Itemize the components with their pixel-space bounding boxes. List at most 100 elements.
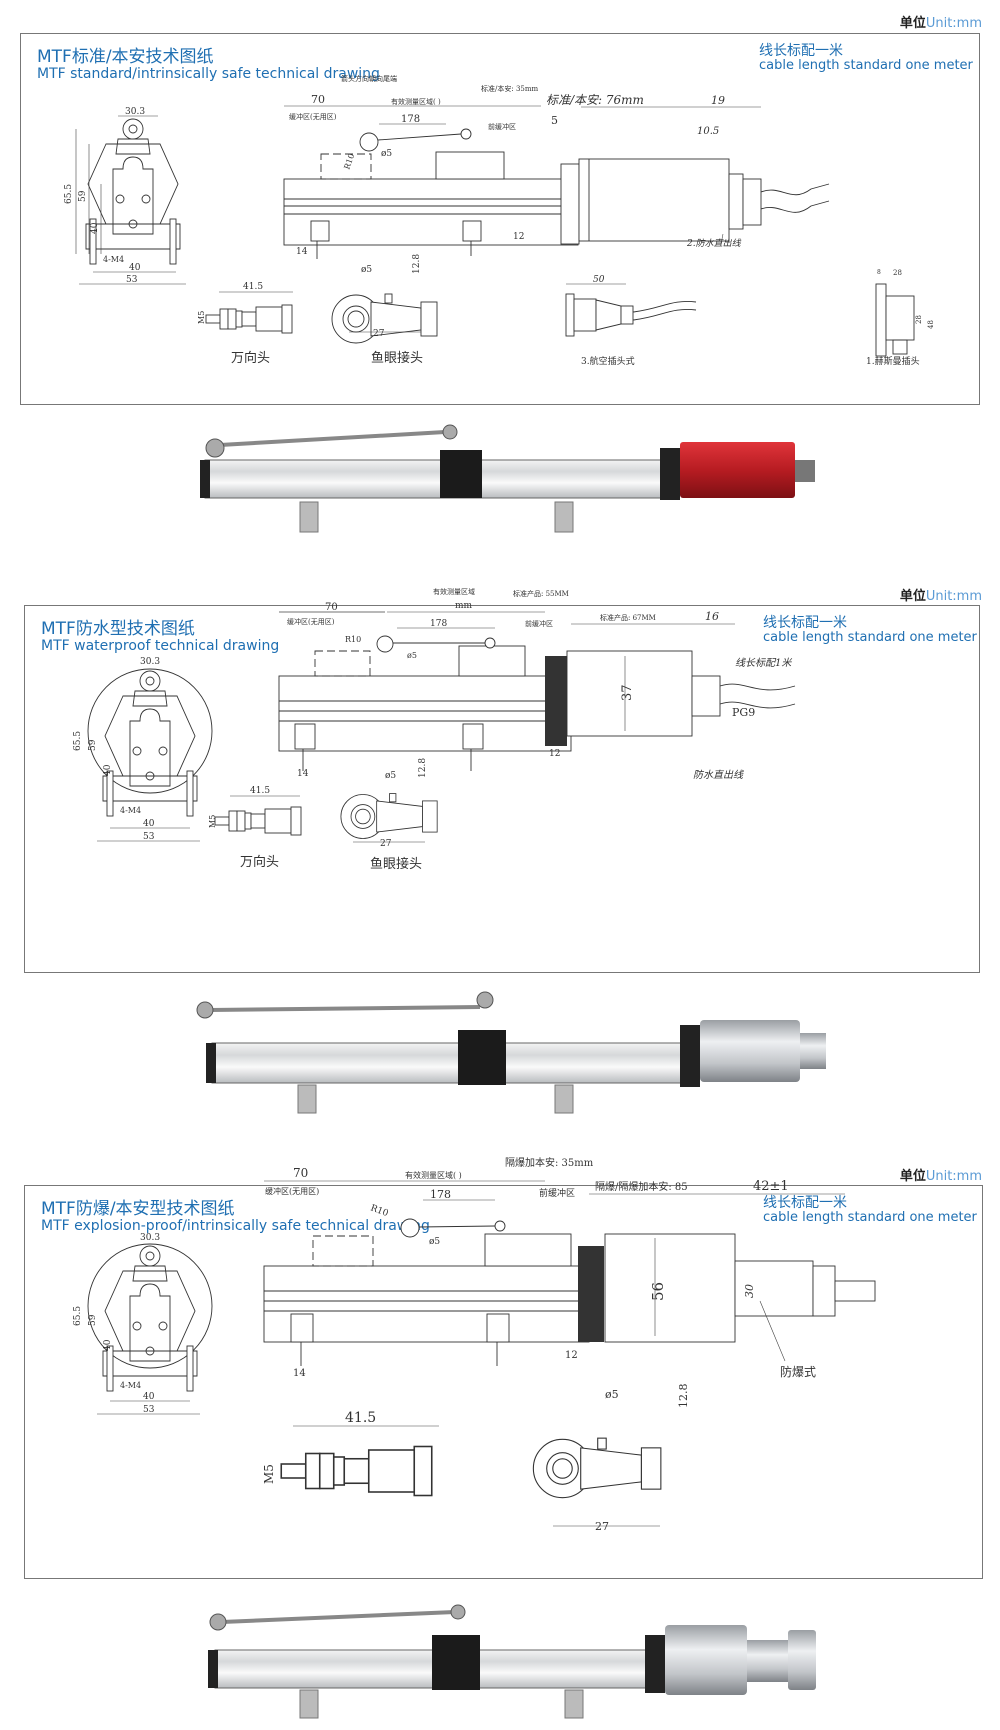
drawing-panel-waterproof: MTF防水型技术图纸 MTF waterproof technical draw…: [24, 587, 980, 973]
svg-text:标准产品: 55MM: 标准产品: 55MM: [513, 589, 569, 598]
svg-text:ø5: ø5: [385, 771, 396, 781]
svg-text:12: 12: [565, 1350, 578, 1361]
aviation-plug-detail: 50 3.航空插头式: [565, 275, 697, 367]
svg-text:mm: mm: [455, 601, 473, 611]
svg-text:12.8: 12.8: [418, 758, 428, 778]
svg-text:70: 70: [293, 1166, 308, 1180]
svg-text:41.5: 41.5: [243, 282, 263, 292]
panel-title-en: MTF waterproof technical drawing: [41, 638, 280, 654]
svg-text:53: 53: [143, 832, 155, 842]
svg-text:30.3: 30.3: [140, 1233, 160, 1243]
unit-label: 单位Unit:mm: [899, 16, 982, 31]
svg-text:59: 59: [88, 1314, 98, 1326]
svg-text:缓冲区(无用区): 缓冲区(无用区): [289, 112, 337, 121]
bracket-front-view: 30.3 65.5 59 40 4-M4 40 53: [73, 657, 213, 842]
svg-text:鱼眼接头: 鱼眼接头: [370, 856, 422, 872]
bracket-front-view: 30.3 65.5 59 40 4-M4 40 53: [73, 1233, 213, 1415]
drawing-panel-explosion-proof: MTF防爆/本安型技术图纸 MTF explosion-proof/intrin…: [24, 1156, 983, 1579]
svg-text:40: 40: [129, 263, 141, 273]
rod-end-detail: ø5 12.8 27: [532, 1384, 690, 1533]
svg-text:12.8: 12.8: [412, 254, 422, 274]
svg-text:标准/本安: 35mm: 标准/本安: 35mm: [481, 84, 538, 93]
svg-text:R10: R10: [342, 152, 356, 170]
svg-text:70: 70: [325, 602, 338, 613]
svg-text:4-M4: 4-M4: [120, 806, 141, 815]
svg-text:5: 5: [551, 114, 558, 127]
cable-note-cn: 线长标配一米: [763, 1195, 847, 1211]
svg-text:鱼眼接头: 鱼眼接头: [371, 350, 423, 366]
svg-text:缓冲区(无用区): 缓冲区(无用区): [265, 1186, 319, 1196]
svg-text:41.5: 41.5: [250, 786, 270, 796]
svg-text:42±1: 42±1: [753, 1179, 789, 1194]
svg-text:万向头: 万向头: [231, 350, 270, 366]
svg-text:53: 53: [126, 275, 138, 285]
svg-text:M5: M5: [208, 815, 217, 828]
technical-drawing: 30.3 65.5 59 40 4-M4 40 53 70 缓冲区(无用区) 有…: [73, 587, 796, 872]
svg-text:27: 27: [373, 329, 385, 339]
svg-text:M5: M5: [262, 1464, 276, 1484]
svg-text:12: 12: [549, 749, 560, 759]
product-photo-explosion-proof: [208, 1604, 816, 1719]
svg-text:65.5: 65.5: [73, 731, 83, 751]
svg-text:前缓冲区: 前缓冲区: [488, 122, 516, 131]
svg-text:65.5: 65.5: [73, 1306, 83, 1326]
svg-text:ø5: ø5: [407, 651, 417, 660]
svg-text:4-M4: 4-M4: [103, 255, 124, 264]
svg-text:40: 40: [143, 819, 155, 829]
svg-text:40: 40: [103, 1339, 113, 1351]
svg-text:40: 40: [90, 222, 100, 234]
svg-text:ø5: ø5: [605, 1388, 619, 1401]
svg-text:2.防水直出线: 2.防水直出线: [686, 238, 742, 249]
svg-text:标准产品: 67MM: 标准产品: 67MM: [600, 613, 656, 622]
panel-title-cn: MTF标准/本安技术图纸: [37, 47, 214, 67]
svg-text:16: 16: [705, 610, 719, 623]
panel-title-cn: MTF防水型技术图纸: [41, 619, 195, 639]
svg-text:线长标配1米: 线长标配1米: [735, 657, 792, 669]
rod-end-detail: ø5 12.8 27 鱼眼接头: [331, 254, 438, 366]
svg-text:12.8: 12.8: [677, 1384, 690, 1409]
svg-text:27: 27: [380, 839, 392, 849]
technical-drawing: 30.3 65.5 59 40 4-M4 40 53 70 缓冲区(无用区) 箭…: [64, 74, 935, 367]
svg-text:50: 50: [593, 275, 605, 285]
technical-drawing: 30.3 65.5 59 40 4-M4 40 53 70 缓冲区(无用区) 有…: [73, 1156, 876, 1533]
svg-text:隔爆加本安: 35mm: 隔爆加本安: 35mm: [505, 1156, 594, 1169]
product-photo-standard: [200, 424, 815, 533]
svg-text:65.5: 65.5: [64, 184, 74, 204]
svg-text:30: 30: [743, 1284, 756, 1298]
bracket-front-view: 30.3 65.5 59 40 4-M4 40 53: [64, 107, 186, 285]
cable-note-en: cable length standard one meter: [763, 630, 977, 645]
svg-text:30.3: 30.3: [125, 107, 145, 117]
unit-label: 单位Unit:mm: [899, 589, 982, 604]
svg-text:R10: R10: [369, 1203, 390, 1219]
sensor-side-view: 70 缓冲区(无用区) 有效测量区域 mm 标准产品: 55MM 前缓冲区 标准…: [278, 587, 796, 781]
svg-text:40: 40: [143, 1392, 155, 1402]
svg-text:ø5: ø5: [361, 265, 372, 275]
svg-text:有效测量区域( ): 有效测量区域( ): [405, 1170, 462, 1180]
sensor-side-view: 70 缓冲区(无用区) 有效测量区域( ) 隔爆加本安: 35mm 前缓冲区 隔…: [263, 1156, 876, 1379]
sensor-side-view: 70 缓冲区(无用区) 箭头方向朝向尾端 有效测量区域( ) 标准/本安: 35…: [283, 74, 830, 259]
svg-text:PG9: PG9: [732, 706, 755, 719]
svg-text:前缓冲区: 前缓冲区: [525, 619, 553, 628]
svg-text:178: 178: [430, 619, 447, 629]
universal-joint-detail: 41.5 M5: [262, 1410, 439, 1497]
panel-title-en: MTF explosion-proof/intrinsically safe t…: [41, 1218, 430, 1234]
svg-text:178: 178: [430, 1188, 451, 1201]
svg-text:1.赫斯曼插头: 1.赫斯曼插头: [866, 355, 920, 367]
svg-text:53: 53: [143, 1405, 155, 1415]
cable-note-cn: 线长标配一米: [763, 615, 847, 631]
svg-text:前缓冲区: 前缓冲区: [539, 1187, 575, 1199]
panel-title-cn: MTF防爆/本安型技术图纸: [41, 1199, 235, 1219]
svg-text:37: 37: [620, 684, 635, 701]
hirschmann-plug-detail: 28 28 48 8 1.赫斯曼插头: [866, 269, 935, 367]
cable-note-en: cable length standard one meter: [759, 58, 973, 73]
svg-text:4-M4: 4-M4: [120, 1381, 141, 1390]
svg-text:万向头: 万向头: [240, 854, 279, 870]
svg-text:28: 28: [915, 315, 923, 324]
svg-text:12: 12: [513, 232, 524, 242]
svg-text:M5: M5: [197, 311, 206, 324]
svg-text:40: 40: [103, 764, 113, 776]
svg-text:标准/本安: 76mm: 标准/本安: 76mm: [546, 93, 644, 107]
universal-joint-detail: 41.5 M5 万向头: [208, 786, 302, 870]
svg-text:ø5: ø5: [381, 149, 392, 159]
svg-text:30.3: 30.3: [140, 657, 160, 667]
